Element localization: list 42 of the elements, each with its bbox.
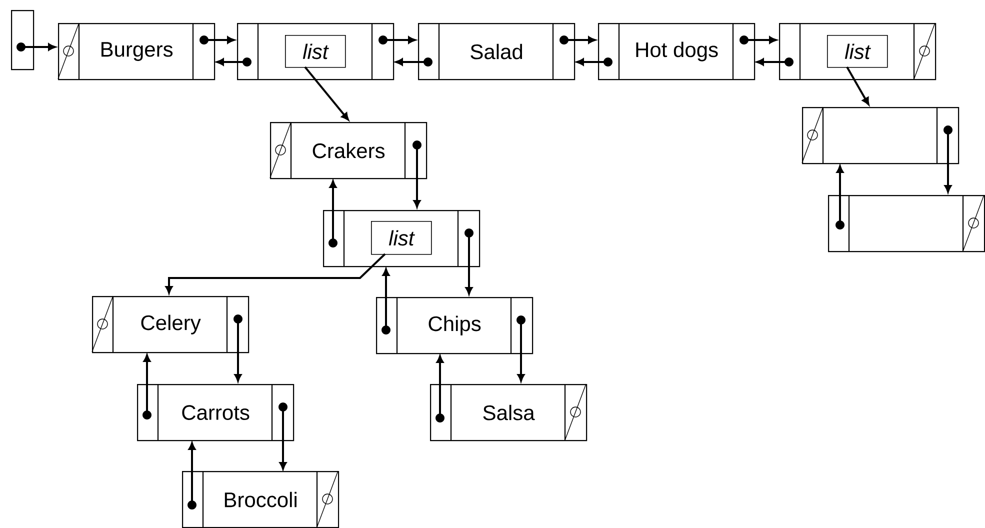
pointer-arrow: [560, 36, 596, 44]
list-node-box: Salad: [418, 23, 576, 80]
head-pointer-box: [11, 10, 34, 70]
pointer-arrow: [16, 42, 56, 52]
list-node-box: Celery: [92, 296, 250, 354]
list-node-box: [828, 195, 985, 252]
pointer-arrow: [234, 314, 242, 382]
pointer-arrow: [165, 253, 386, 294]
pointer-arrow: [436, 355, 444, 422]
pointer-arrow: [576, 58, 612, 66]
list-node-box: [237, 23, 394, 80]
list-node-box: Crakers: [270, 122, 428, 180]
pointer-arrow: [464, 228, 474, 295]
list-node-box: Broccoli: [182, 471, 340, 528]
pointer-arrow: [142, 354, 152, 420]
pointer-arrow: [412, 140, 422, 208]
pointer-arrow: [846, 66, 870, 105]
list-node-box: [802, 107, 960, 164]
pointer-arrow: [836, 165, 844, 230]
pointer-arrow: [756, 58, 794, 66]
list-label-box: list: [371, 221, 432, 255]
pointer-arrow: [216, 58, 252, 66]
pointer-arrow: [516, 316, 526, 382]
list-node-box: Carrots: [137, 384, 294, 442]
list-node-box: Chips: [376, 297, 534, 354]
pointer-arrow: [188, 442, 196, 510]
pointer-arrow: [378, 36, 416, 44]
list-node-box: Salsa: [430, 384, 588, 442]
list-label-box: list: [285, 35, 346, 68]
pointer-arrow: [328, 180, 338, 248]
pointer-arrow: [304, 66, 349, 120]
list-label-box: list: [827, 35, 888, 68]
pointer-arrow: [740, 36, 777, 44]
pointer-arrow: [278, 402, 288, 470]
list-node-box: Hot dogs: [598, 23, 756, 80]
pointer-arrow: [944, 126, 952, 193]
pointer-arrow: [395, 58, 432, 66]
pointer-arrow: [382, 268, 390, 334]
list-node-box: Burgers: [58, 23, 216, 80]
list-node-box: [779, 23, 936, 80]
list-node-box: [323, 210, 480, 268]
pointer-arrow: [200, 36, 235, 44]
